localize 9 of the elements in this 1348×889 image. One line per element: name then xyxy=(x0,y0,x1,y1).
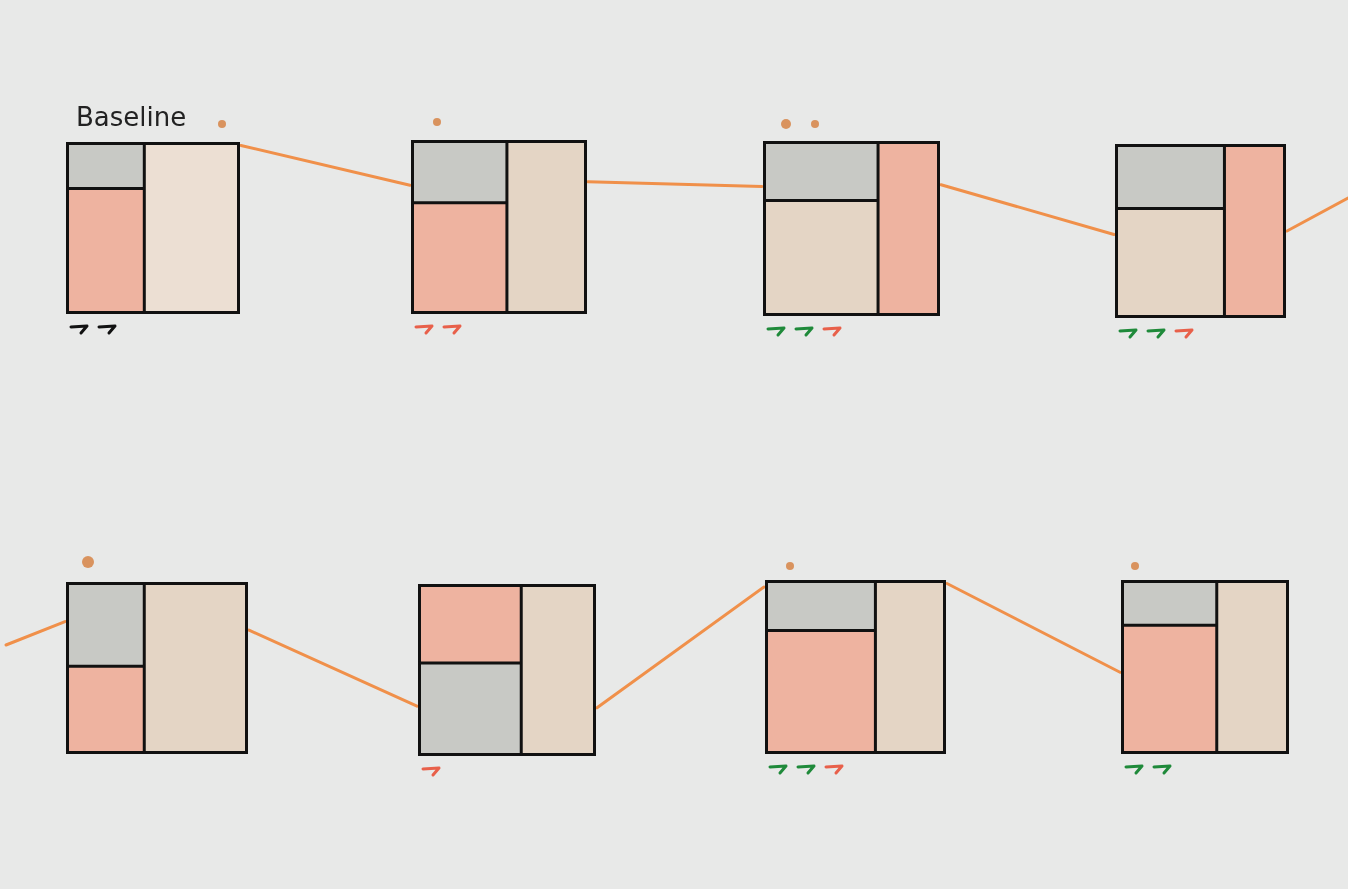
connector-line xyxy=(595,585,766,710)
connector-line xyxy=(1285,196,1348,233)
connector-line xyxy=(239,143,412,187)
connector-line xyxy=(945,582,1122,674)
connector-line xyxy=(939,183,1116,236)
connector-line xyxy=(4,620,67,647)
connector-line xyxy=(247,628,419,708)
heading: Baseline xyxy=(76,102,187,132)
connector-line xyxy=(586,180,764,188)
